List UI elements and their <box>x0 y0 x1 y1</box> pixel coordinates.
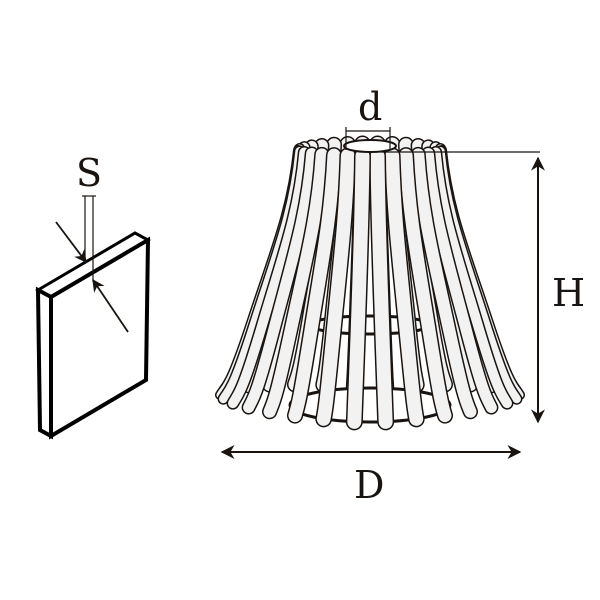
top-hub <box>343 139 397 153</box>
rib <box>228 147 310 409</box>
top-diameter-label: d <box>358 85 383 129</box>
rib <box>430 147 512 409</box>
rib <box>412 148 477 418</box>
rib <box>399 148 452 423</box>
rib <box>263 148 328 418</box>
bottom-ring <box>288 386 452 424</box>
bottom-diameter-label: D <box>354 463 385 507</box>
dome-grating-cage <box>215 135 525 431</box>
rib <box>243 147 318 414</box>
rib <box>347 148 370 429</box>
rib <box>288 148 341 423</box>
height-dimension <box>380 151 545 424</box>
rib <box>316 148 355 426</box>
rib <box>385 148 424 426</box>
thickness-label: S <box>76 151 103 195</box>
rib <box>370 148 393 429</box>
thickness-dimension <box>55 195 129 333</box>
top-diameter-dimension <box>345 127 391 150</box>
plate-sample <box>34 231 152 440</box>
rib <box>422 147 497 414</box>
height-label: H <box>552 271 586 315</box>
